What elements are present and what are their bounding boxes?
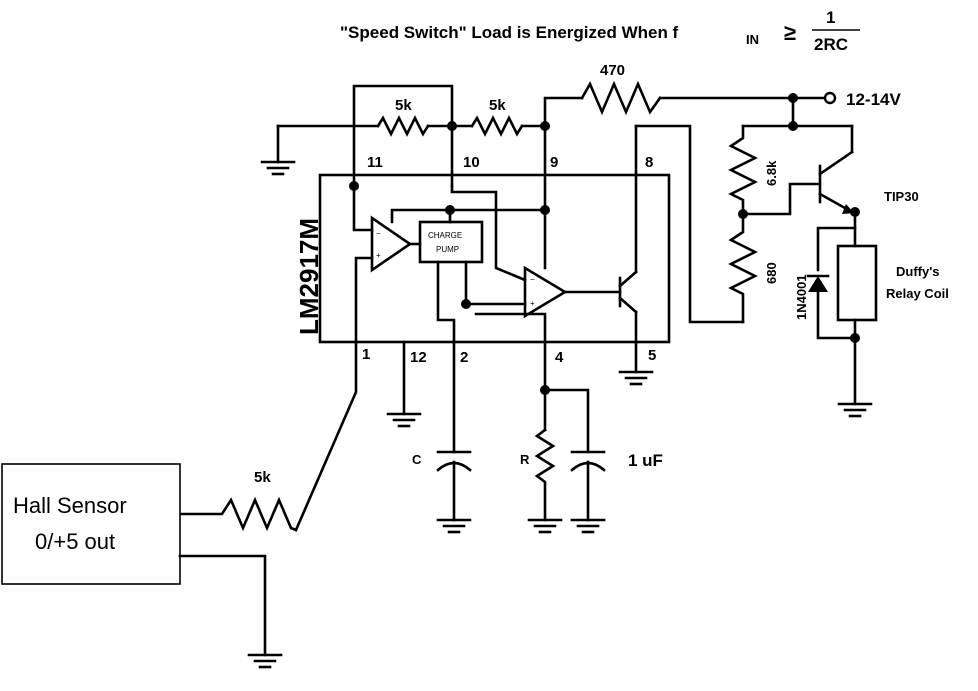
title-subscript: IN [746,32,759,47]
pin-5: 5 [648,347,656,364]
hall-sensor-box [1,463,181,585]
charge-pump [418,220,484,264]
pin-11: 11 [367,154,383,171]
title-relation: ≥ [784,20,796,45]
label-relay-1: Duffy's [896,264,940,279]
pin-8: 8 [645,154,653,171]
svg-text:−: − [376,229,381,238]
resistor-r [534,428,556,522]
relay-coil [836,244,878,322]
hall-sensor-line2: 0/+5 out [35,529,115,554]
title-numerator: 1 [826,8,835,27]
pin-2: 2 [460,349,468,366]
title-text: "Speed Switch" Load is Energized When f [340,23,679,42]
label-r-supply: 470 [600,62,625,79]
pin-12: 12 [410,349,427,366]
resistor-5k-hall [178,496,298,532]
pin-10: 10 [463,154,480,171]
pin-1: 1 [362,346,370,363]
label-relay-2: Relay Coil [886,286,949,301]
label-supply: 12-14V [846,90,901,109]
charge-pump-label-2: PUMP [436,245,459,254]
title-denominator: 2RC [814,35,848,54]
label-cap-c: C [412,452,422,467]
op-amp [523,265,568,319]
chip-name: LM2917M [294,218,324,335]
internal-transistor [618,270,638,314]
pin-9: 9 [550,154,558,171]
label-r-hall: 5k [254,469,271,486]
label-r-divider-top: 6.8k [764,160,779,186]
resistor-680 [728,212,758,324]
lm2917-chip: LM2917M 11 10 9 8 1 12 2 4 5 − + CHARGE … [294,124,671,366]
supply-terminal [823,91,837,105]
resistor-5k-mid [470,115,524,137]
pin-4: 4 [555,349,564,366]
resistor-470 [580,80,662,116]
label-r-top-left: 5k [395,97,412,114]
label-res-r: R [520,452,530,467]
label-r-divider-bottom: 680 [764,262,779,284]
svg-text:+: + [530,299,535,308]
resistor-5k-left [376,115,430,137]
label-cap-1uf: 1 uF [628,451,663,470]
svg-text:+: + [376,251,381,260]
tip30-transistor [818,124,854,214]
charge-pump-label-1: CHARGE [428,231,462,240]
input-comparator [370,215,413,273]
label-transistor: TIP30 [884,189,919,204]
svg-text:−: − [530,275,535,284]
label-r-top-mid: 5k [489,97,506,114]
diode-1n4001 [806,274,857,340]
label-diode: 1N4001 [794,274,809,320]
hall-sensor-line1: Hall Sensor [13,493,127,518]
title-formula: "Speed Switch" Load is Energized When f … [340,8,860,54]
resistor-6k8 [728,124,758,216]
